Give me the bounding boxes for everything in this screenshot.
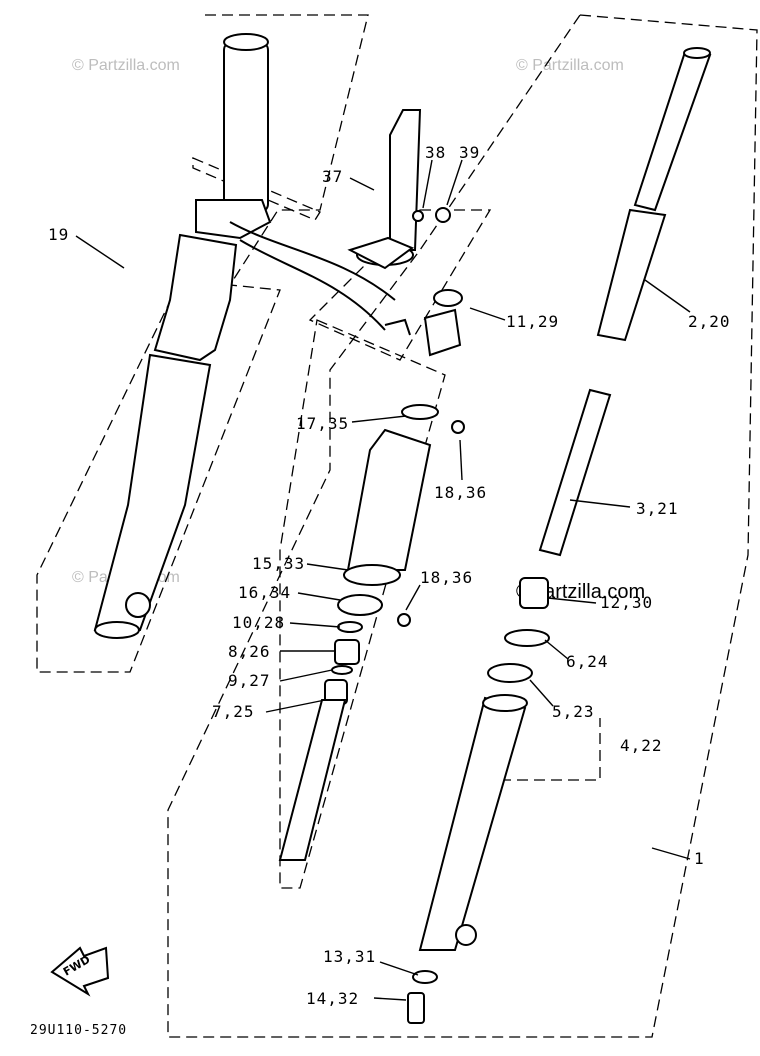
steering-stem-outline (308, 209, 492, 361)
bushing-8-26 (334, 639, 360, 665)
callout-2-20: 2,20 (688, 312, 731, 331)
callout-19: 19 (48, 225, 69, 244)
callout-37: 37 (322, 167, 343, 186)
callout-39: 39 (459, 143, 480, 162)
bolt-14-32 (407, 992, 425, 1024)
clip-17-35 (401, 404, 439, 420)
callout-15-33: 15,33 (252, 554, 305, 573)
callout-11-29: 11,29 (506, 312, 559, 331)
callout-18-36-lower: 18,36 (420, 568, 473, 587)
axle-boss-right (455, 924, 477, 946)
inner-fork-outline (279, 319, 446, 889)
diagram-code: 29U110-5270 (30, 1023, 127, 1038)
left-fork-assembly (93, 33, 272, 639)
steering-stem (347, 109, 451, 270)
cap-16-34 (337, 594, 383, 616)
callout-labels: 19 37 38 39 11,29 2,20 17,35 18,36 3,21 … (48, 143, 731, 1008)
right-upper-tube (633, 50, 712, 212)
inner-boot (346, 428, 432, 571)
leader-lines (75, 159, 691, 1001)
outer-tube-outline (500, 718, 601, 781)
ring-10-28 (337, 621, 363, 633)
fwd-arrow: FWD (50, 946, 110, 997)
callout-17-35: 17,35 (296, 414, 349, 433)
left-upper-bracket (195, 199, 272, 240)
callout-14-32: 14,32 (306, 989, 359, 1008)
inner-damper-rod (278, 699, 347, 861)
callout-9-27: 9,27 (228, 671, 271, 690)
oil-seal-5-23 (487, 663, 533, 683)
watermark-top-right: © Partzilla.com (516, 57, 624, 74)
inner-fork-assembly (278, 404, 465, 861)
callout-4-22: 4,22 (620, 736, 663, 755)
left-tube-bottom (94, 621, 140, 639)
stem-bolt-38 (412, 210, 424, 222)
snap-ring-6-24 (504, 629, 550, 647)
left-boot-bellows (153, 233, 238, 362)
callout-7-25: 7,25 (212, 702, 255, 721)
bushing-12-30 (519, 577, 549, 609)
callout-38: 38 (425, 143, 446, 162)
callout-6-24: 6,24 (566, 652, 609, 671)
callout-3-21: 3,21 (636, 499, 679, 518)
watermark-top-left: © Partzilla.com (72, 57, 180, 74)
callout-18-36-upper: 18,36 (434, 483, 487, 502)
steering-head (423, 289, 463, 357)
washer-9-27 (331, 665, 353, 675)
left-tube-cap (223, 33, 269, 51)
right-tube-2-20 (596, 208, 667, 342)
outer-tube-4-22 (418, 696, 527, 951)
damper-rod-3-21 (538, 388, 612, 557)
callout-8-26: 8,26 (228, 642, 271, 661)
screw-18-36-lower (397, 613, 411, 627)
right-fork-outline (167, 14, 758, 1038)
handle-bar-outline (192, 157, 321, 221)
callout-10-28: 10,28 (232, 613, 285, 632)
callout-12-30: 12,30 (600, 593, 653, 612)
screw-18-36-upper (451, 420, 465, 434)
stem-washer-39 (435, 207, 451, 223)
left-axle-boss (125, 592, 151, 618)
left-lower-outer-tube (93, 353, 212, 631)
washer-13-31 (412, 970, 438, 984)
callout-16-34: 16,34 (238, 583, 291, 602)
callout-1: 1 (694, 849, 705, 868)
left-inner-tube (223, 41, 269, 213)
callout-13-31: 13,31 (323, 947, 376, 966)
handle-crossbar (229, 221, 411, 336)
callout-5-23: 5,23 (552, 702, 595, 721)
clamp-15-33 (343, 564, 401, 586)
right-fork-assembly (407, 47, 712, 1024)
